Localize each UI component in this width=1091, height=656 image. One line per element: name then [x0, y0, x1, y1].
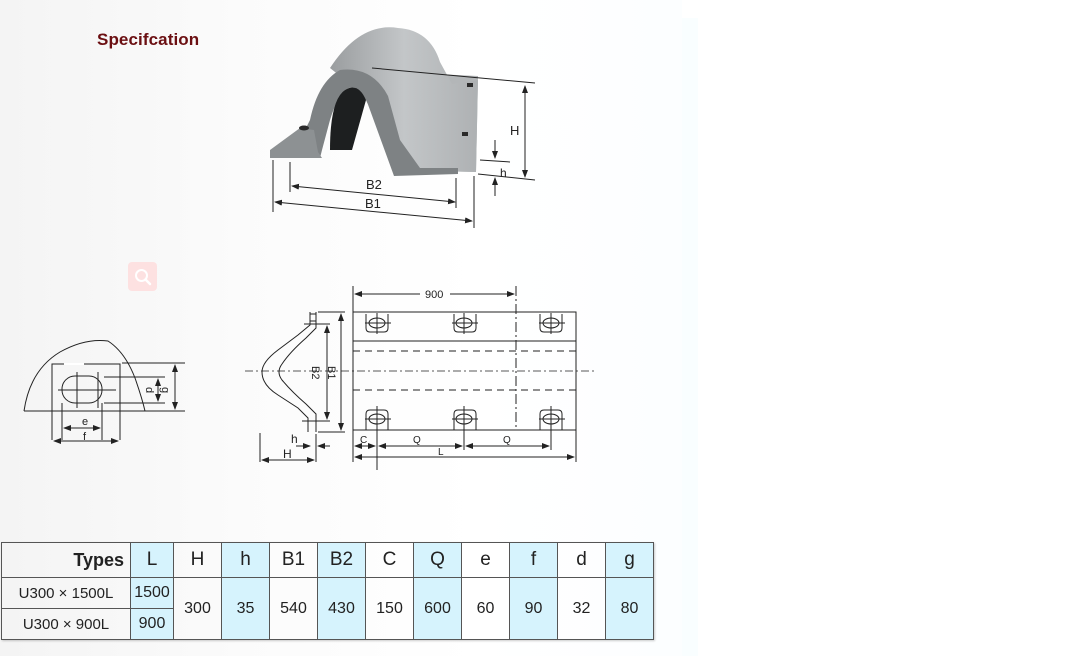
g-cell: 80 — [605, 577, 654, 640]
technical-drawings: H h B2 B1 e f d g — [23, 27, 595, 470]
col-types: Types — [1, 542, 131, 578]
section-h-label: h — [291, 432, 298, 446]
dim-d-label: d — [143, 387, 155, 393]
col-L: L — [130, 542, 174, 578]
L-cell: 1500 — [130, 577, 174, 609]
dim-H-label: H — [510, 123, 519, 138]
h-cell: 35 — [221, 577, 270, 640]
col-h: h — [221, 542, 270, 578]
f-cell: 90 — [509, 577, 558, 640]
col-d: d — [557, 542, 606, 578]
fender-perspective: H h B2 B1 — [270, 27, 536, 228]
section-B2-label: B2 — [309, 366, 321, 379]
col-Q: Q — [413, 542, 462, 578]
B2-cell: 430 — [317, 577, 366, 640]
plan-view — [352, 286, 577, 470]
dim-h-label: h — [500, 166, 507, 180]
cross-section — [259, 311, 345, 463]
H-cell: 300 — [173, 577, 222, 640]
zoom-button[interactable] — [128, 262, 157, 291]
plan-C-label: C — [360, 435, 367, 446]
section-H-label: H — [283, 447, 292, 461]
B1-cell: 540 — [269, 577, 318, 640]
type-cell: U300 × 1500L — [1, 577, 131, 609]
col-f: f — [509, 542, 558, 578]
d-cell: 32 — [557, 577, 606, 640]
magnifier-icon — [134, 268, 151, 285]
plan-pitch-label: 900 — [425, 289, 443, 301]
page-title: Specifcation — [97, 30, 200, 49]
L-cell: 900 — [130, 608, 174, 640]
dim-e-label: e — [82, 416, 88, 428]
section-B1-label: B1 — [325, 366, 337, 379]
dim-B2-label: B2 — [366, 177, 382, 192]
plan-Q1-label: Q — [413, 435, 421, 446]
edge-strip — [682, 18, 698, 656]
C-cell: 150 — [365, 577, 414, 640]
dim-B1-label: B1 — [365, 196, 381, 211]
col-C: C — [365, 542, 414, 578]
plan-L-label: L — [438, 447, 444, 458]
col-H: H — [173, 542, 222, 578]
e-cell: 60 — [461, 577, 510, 640]
col-e: e — [461, 542, 510, 578]
col-B1: B1 — [269, 542, 318, 578]
plan-Q2-label: Q — [503, 435, 511, 446]
dim-g-label: g — [159, 387, 171, 393]
dim-f-label: f — [83, 431, 87, 443]
col-B2: B2 — [317, 542, 366, 578]
table-row: U300 × 1500L 1500 300 35 540 430 150 600… — [1, 577, 654, 640]
type-cell: U300 × 900L — [1, 608, 131, 640]
Q-cell: 600 — [413, 577, 462, 640]
bolt-hole-detail — [23, 340, 185, 444]
spec-table: Types L H h B1 B2 C Q e f d g U300 × 150… — [1, 542, 654, 640]
table-row: U300 × 900L 900 — [1, 608, 654, 640]
col-g: g — [605, 542, 654, 578]
table-header-row: Types L H h B1 B2 C Q e f d g — [1, 542, 654, 578]
